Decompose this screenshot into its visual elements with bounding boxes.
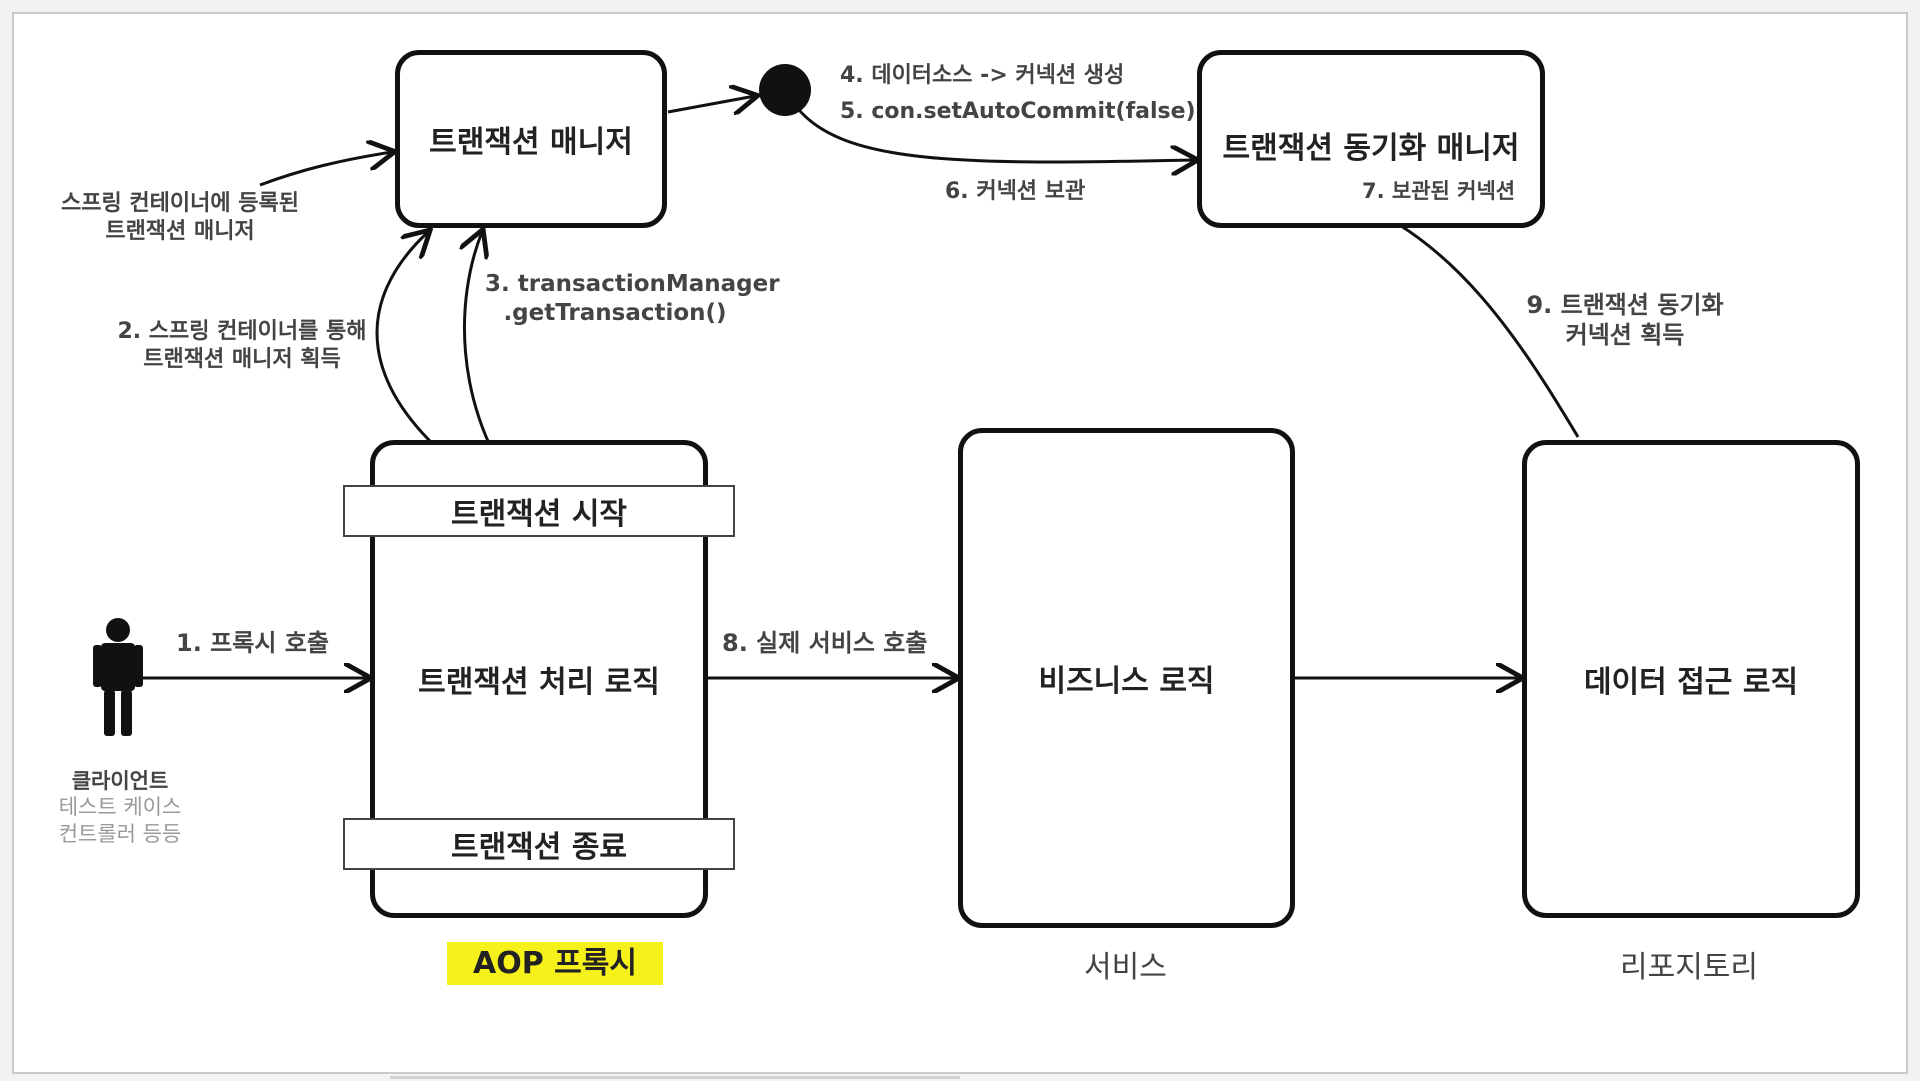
business-logic-label: 비즈니스 로직	[1038, 664, 1215, 699]
step3-line1: 3. transactionManager	[485, 271, 780, 297]
client-line3: 컨트롤러 등등	[58, 821, 182, 846]
service-caption: 서비스	[1084, 950, 1167, 985]
transaction-manager-label: 트랜잭션 매니저	[429, 125, 633, 160]
step2-label: 2. 스프링 컨테이너를 통해 트랜잭션 매니저 획득	[112, 318, 372, 373]
transaction-end-bar: 트랜잭션 종료	[343, 818, 735, 870]
sync-manager-label: 트랜잭션 동기화 매니저	[1222, 131, 1520, 166]
transaction-end-label: 트랜잭션 종료	[450, 830, 628, 865]
data-access-logic-box: 데이터 접근 로직	[1522, 440, 1860, 918]
step2-line2: 트랜잭션 매니저 획득	[143, 346, 341, 372]
client-title: 클라이언트	[71, 769, 169, 793]
step9-line1: 9. 트랜잭션 동기화	[1526, 291, 1724, 319]
step6-label: 6. 커넥션 보관	[945, 179, 1086, 204]
registered-line2: 트랜잭션 매니저	[105, 218, 255, 244]
transaction-start-bar: 트랜잭션 시작	[343, 485, 735, 537]
step9-line2: 커넥션 획득	[1565, 321, 1685, 349]
aop-proxy-highlight: AOP 프록시	[447, 942, 663, 985]
registered-manager-label: 스프링 컨테이너에 등록된 트랜잭션 매니저	[55, 190, 305, 245]
transaction-manager-box: 트랜잭션 매니저	[395, 50, 667, 228]
step9-label: 9. 트랜잭션 동기화 커넥션 획득	[1510, 290, 1740, 350]
step1-label: 1. 프록시 호출	[176, 629, 329, 657]
step4-label: 4. 데이터소스 -> 커넥션 생성	[840, 63, 1125, 88]
data-access-logic-label: 데이터 접근 로직	[1583, 665, 1799, 700]
business-logic-box: 비즈니스 로직	[958, 428, 1295, 928]
repository-caption: 리포지토리	[1620, 950, 1758, 985]
step3-label: 3. transactionManager .getTransaction()	[485, 270, 780, 328]
aop-proxy-caption: AOP 프록시	[447, 938, 663, 985]
transaction-logic-label: 트랜잭션 처리 로직	[418, 665, 660, 700]
client-line2: 테스트 케이스	[58, 795, 182, 820]
client-label: 클라이언트 테스트 케이스 컨트롤러 등등	[30, 768, 210, 847]
sync-manager-box: 트랜잭션 동기화 매니저	[1197, 50, 1545, 228]
step7-label: 7. 보관된 커넥션	[1362, 179, 1516, 203]
registered-line1: 스프링 컨테이너에 등록된	[61, 191, 299, 216]
step5-label: 5. con.setAutoCommit(false)	[840, 99, 1196, 124]
step8-label: 8. 실제 서비스 호출	[722, 629, 928, 657]
step3-line2: .getTransaction()	[503, 299, 727, 326]
bottom-divider	[390, 1076, 960, 1079]
transaction-start-label: 트랜잭션 시작	[450, 497, 628, 532]
step2-line1: 2. 스프링 컨테이너를 통해	[117, 319, 367, 344]
